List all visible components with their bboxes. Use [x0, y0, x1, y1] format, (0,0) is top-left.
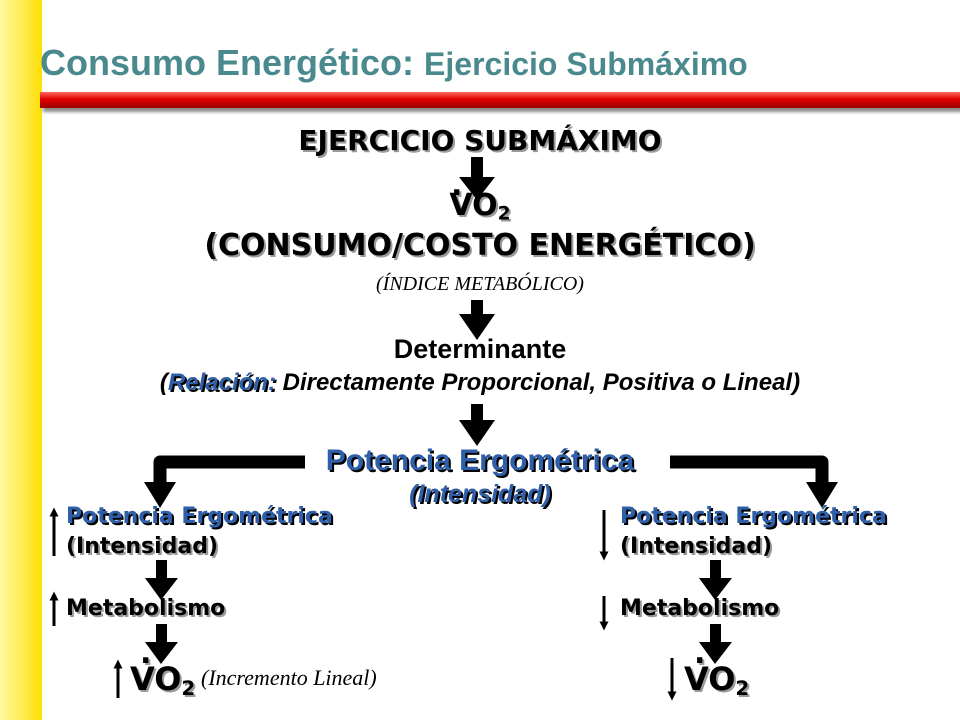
title-main: Consumo Energético: — [40, 42, 415, 83]
indice-metabolico-label: (ÍNDICE METABÓLICO) — [376, 273, 584, 295]
title-underline-bar — [40, 92, 960, 108]
consumo-costo-label: (CONSUMO/COSTO ENERGÉTICO) — [204, 228, 756, 263]
left-vo2-symbol: VO — [130, 660, 182, 698]
title-sub: Ejercicio Submáximo — [424, 46, 748, 82]
right-vo2-dot: . — [694, 636, 706, 671]
relacion-label: (Relación: Directamente Proporcional, Po… — [0, 369, 960, 397]
left-metabolismo-label: Metabolismo — [66, 596, 226, 621]
right-arrow-to-metabolismo — [699, 560, 732, 600]
intensidad-node: (Intensidad) — [409, 480, 551, 508]
right-vo2-label: VO2 — [684, 660, 749, 700]
right-vo2-symbol: VO — [684, 660, 736, 698]
heading-ejercicio-submaximo: EJERCICIO SUBMÁXIMO — [298, 124, 662, 157]
incremento-lineal-label: (Incremento Lineal) — [201, 665, 377, 690]
relacion-open: ( — [159, 369, 168, 396]
vo2-dot: . — [451, 168, 463, 203]
right-vo2-subscript: 2 — [735, 676, 750, 700]
arrow-indice-to-determinante — [459, 300, 495, 340]
right-potencia-label: Potencia Ergométrica — [620, 504, 887, 529]
branch-connector-right — [670, 455, 838, 508]
branch-connector-left — [144, 455, 305, 508]
arrow-heading-to-vo2 — [459, 157, 495, 200]
potencia-ergometrica-node: Potencia Ergométrica — [325, 444, 635, 477]
right-arrow-to-vo2 — [699, 624, 732, 664]
right-metabolismo-label: Metabolismo — [620, 596, 780, 621]
left-intensidad-label: (Intensidad) — [66, 534, 219, 559]
left-arrow-to-vo2 — [145, 624, 178, 664]
slide-title: Consumo Energético: Ejercicio Submáximo — [40, 42, 748, 84]
right-intensidad-label: (Intensidad) — [620, 534, 773, 559]
vo2-subscript: 2 — [497, 203, 511, 225]
determinante-label: Determinante — [393, 334, 567, 364]
relacion-key: Relación: — [167, 369, 276, 396]
left-vo2-label: VO2 — [130, 660, 195, 700]
side-color-band — [0, 0, 42, 720]
relacion-rest: Directamente Proporcional, Positiva o Li… — [275, 369, 801, 396]
arrow-relacion-to-potencia — [459, 404, 495, 446]
left-arrow-to-metabolismo — [145, 560, 178, 600]
left-potencia-label: Potencia Ergométrica — [66, 504, 333, 529]
left-vo2-subscript: 2 — [181, 676, 196, 700]
left-vo2-dot: . — [140, 636, 152, 671]
